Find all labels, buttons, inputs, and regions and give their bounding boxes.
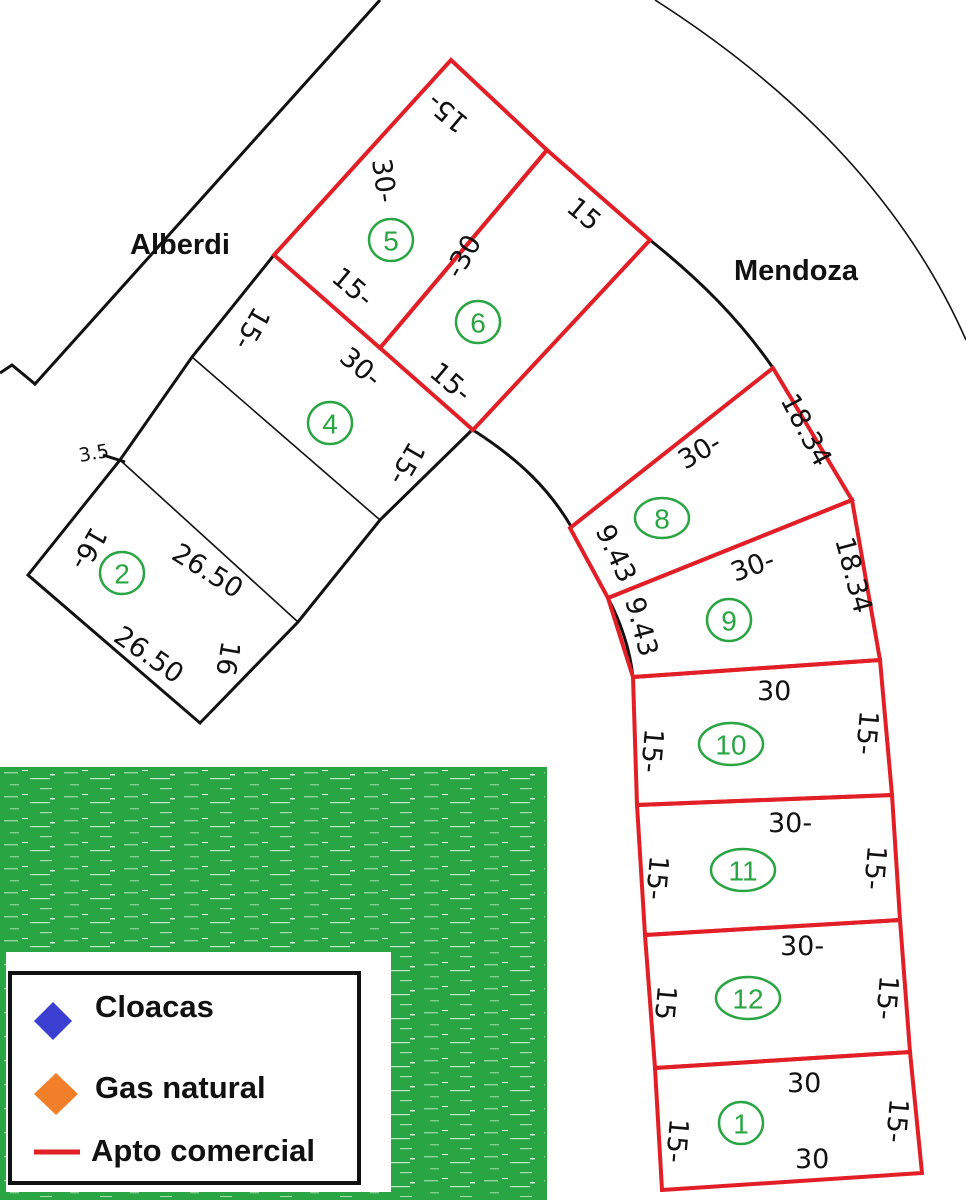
apto-comercial-lots [271, 57, 925, 1193]
dim-lot9-east: 18.34 [828, 534, 878, 617]
dim-lot10-west: 15- [634, 727, 669, 774]
dim-lot8-north: 30- [673, 427, 727, 476]
lot-12-boundary[interactable] [642, 917, 913, 1071]
legend-label-cloacas: Cloacas [95, 989, 214, 1024]
svg-text:5: 5 [383, 226, 399, 257]
dim-lot11-west: 15- [639, 854, 674, 901]
lot-badge-5[interactable]: 5 [367, 217, 415, 263]
dim-lot10-north: 30 [757, 676, 791, 707]
dim-lot6-west: -30 [439, 230, 488, 284]
dim-lot5-north: 15- [421, 86, 475, 138]
dim-lot12-west: 15 [648, 984, 682, 1021]
legend-label-apto-comercial: Apto comercial [91, 1133, 315, 1168]
dim-lot12-east: 15- [869, 974, 904, 1021]
lot-badge-8[interactable]: 8 [633, 496, 691, 540]
lot-badge-12[interactable]: 12 [714, 975, 782, 1021]
lot-badge-11[interactable]: 11 [709, 847, 777, 893]
dim-lot4-south: 15- [382, 437, 431, 491]
dim-lot1-east: 15- [879, 1097, 914, 1144]
dim-lot11-east: 15- [857, 844, 892, 891]
lot-badge-9[interactable]: 9 [705, 597, 753, 643]
dim-lot8-east: 18.34 [774, 389, 838, 472]
lot-6-boundary[interactable] [377, 147, 653, 433]
svg-text:10: 10 [715, 730, 746, 761]
svg-text:11: 11 [728, 856, 757, 887]
street-mendoza: Mendoza [734, 255, 859, 287]
lot-badge-4[interactable]: 4 [306, 400, 354, 446]
dim-lot2-top: 26.50 [166, 538, 248, 605]
legend: Cloacas Gas natural Apto comercial [6, 952, 391, 1192]
dim-lot9-north: 30- [727, 544, 779, 588]
legend-item-apto-comercial: Apto comercial [34, 1133, 315, 1168]
svg-text:9: 9 [721, 606, 737, 637]
legend-label-gas-natural: Gas natural [95, 1070, 266, 1105]
dim-lot2-east: 16 [209, 639, 245, 678]
dim-lot4-north: 15- [227, 302, 276, 356]
dim-lot6-south: 15- [424, 357, 478, 409]
green-area-border [0, 767, 547, 1199]
dim-lot1-south: 30 [795, 1144, 829, 1175]
lot-numbers: 5 6 4 2 8 9 10 11 [98, 217, 782, 1146]
dim-lot3: 3.5 [77, 440, 111, 467]
dim-lot5-west: 30- [365, 157, 402, 205]
svg-text:6: 6 [470, 308, 486, 339]
legend-item-cloacas: Cloacas [34, 989, 214, 1040]
dim-lot1-west: 15- [659, 1117, 694, 1164]
blue-diamond-icon [34, 1002, 72, 1040]
dim-lot11-north: 30- [768, 808, 812, 839]
legend-item-gas-natural: Gas natural [34, 1070, 266, 1115]
svg-text:4: 4 [322, 409, 338, 440]
lot-badge-1[interactable]: 1 [717, 1100, 765, 1146]
svg-text:1: 1 [733, 1109, 749, 1140]
lot-1-boundary[interactable] [652, 1049, 925, 1193]
lot-5-boundary[interactable] [271, 57, 550, 351]
lot-badge-10[interactable]: 10 [697, 721, 765, 767]
svg-text:8: 8 [654, 504, 670, 535]
orange-diamond-icon [34, 1073, 78, 1115]
dim-lot2-west: 16- [64, 522, 113, 576]
lot-badge-2[interactable]: 2 [98, 550, 146, 596]
svg-text:12: 12 [732, 984, 763, 1015]
dim-lot1-north: 30 [787, 1068, 821, 1099]
street-alberdi: Alberdi [130, 229, 230, 261]
lot-badge-6[interactable]: 6 [454, 299, 502, 345]
dim-lot12-north: 30- [780, 931, 824, 962]
dim-lot10-east: 15- [849, 709, 884, 756]
block-outline [0, 0, 966, 806]
svg-text:2: 2 [114, 559, 130, 590]
